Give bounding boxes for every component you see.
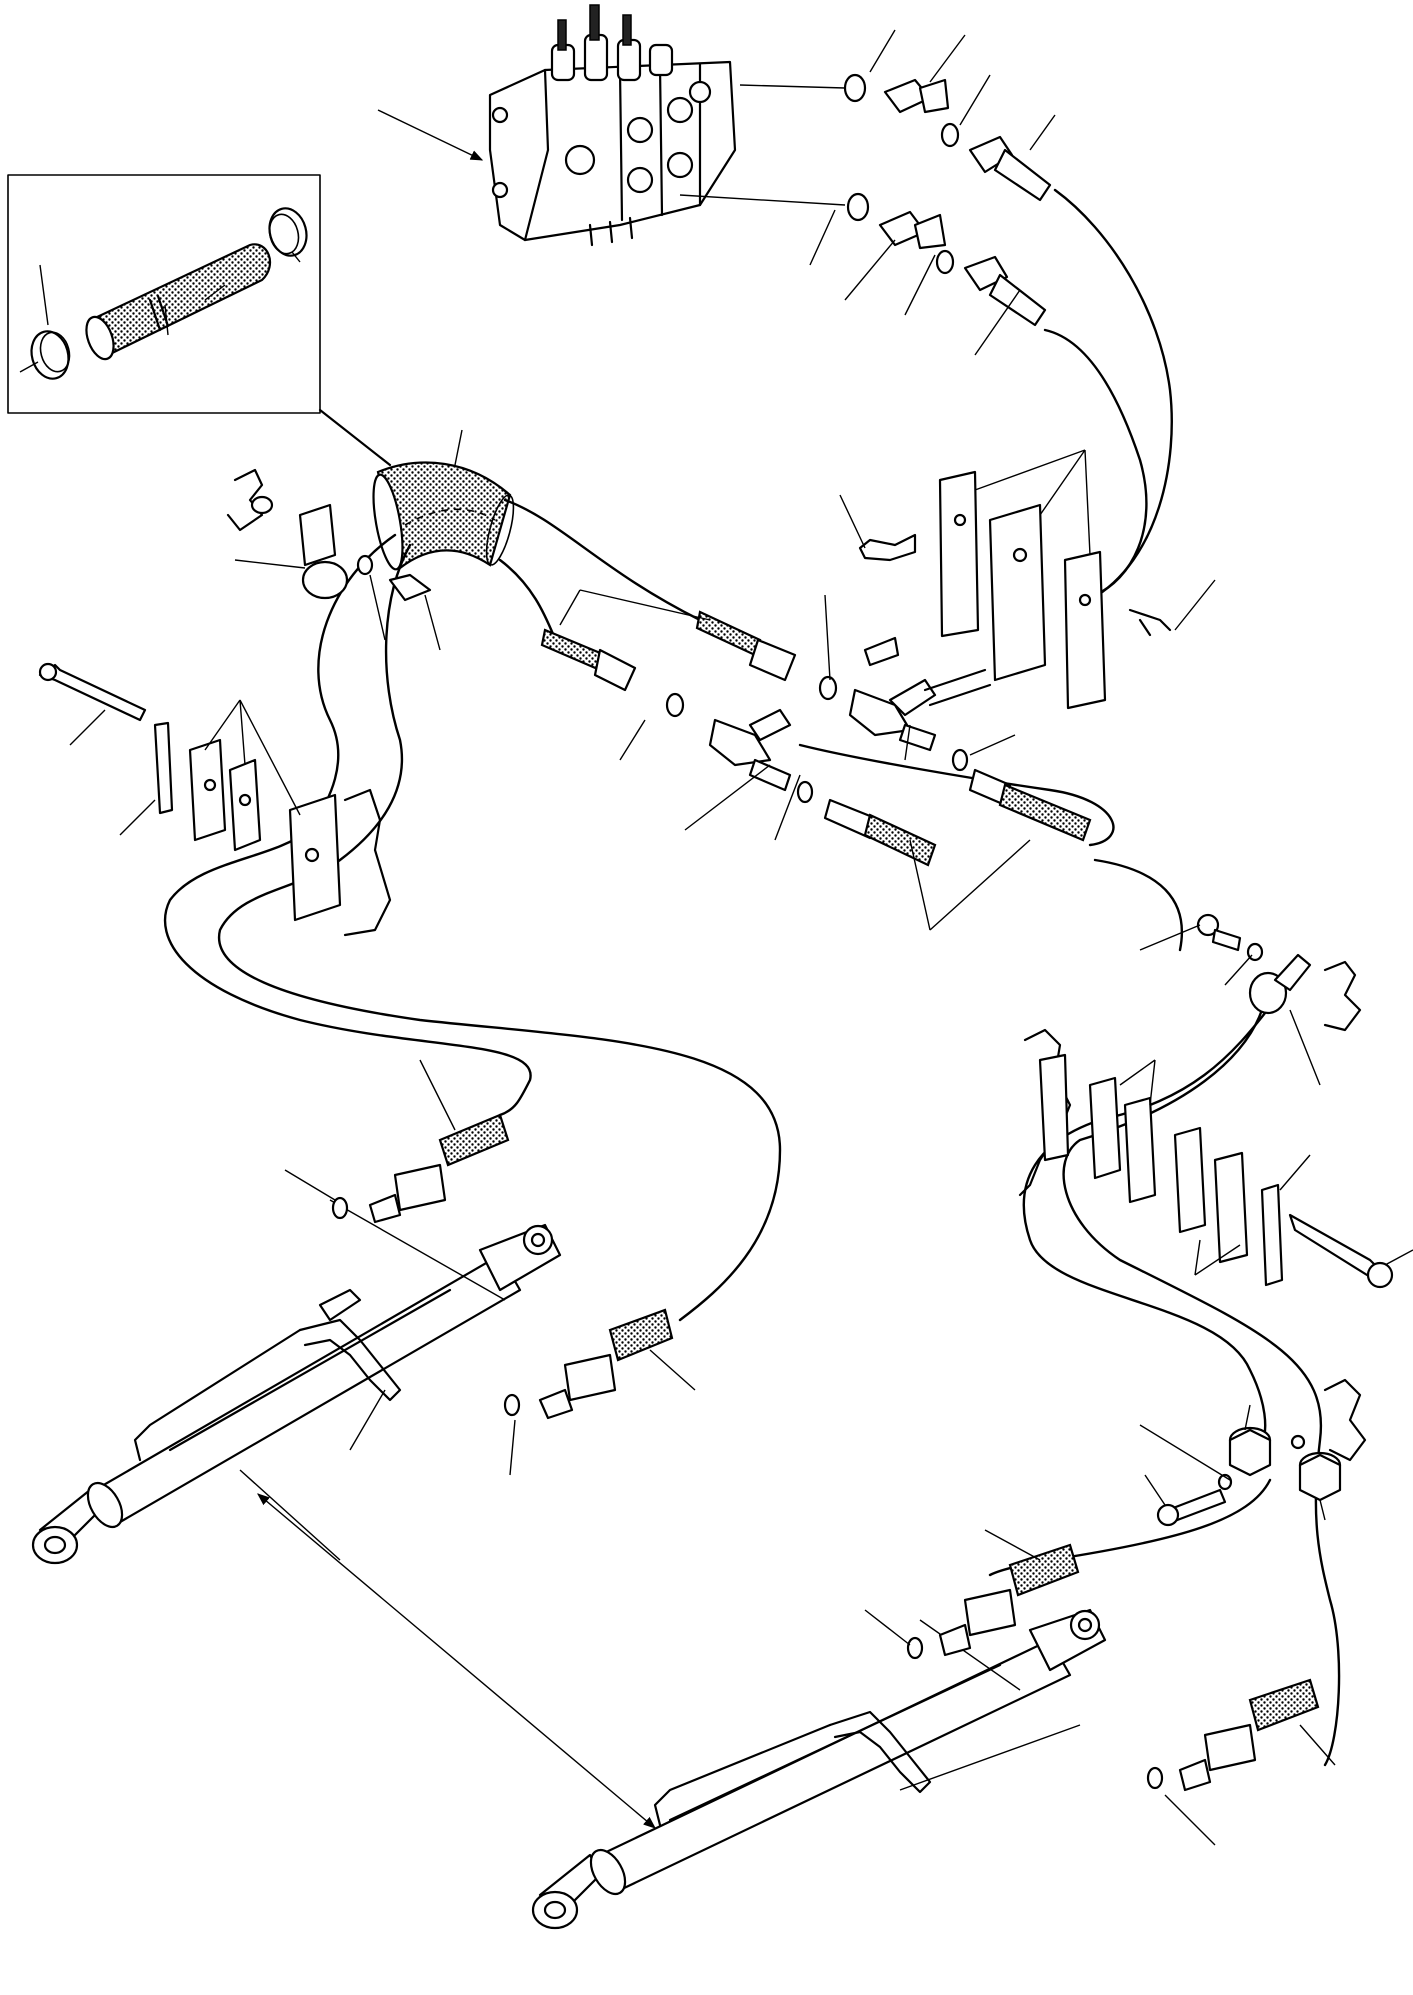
cylinders-double-arrow <box>257 1493 656 1829</box>
inset-pointer-line <box>318 408 392 467</box>
right-bracket-middle <box>1139 913 1362 1086</box>
hydraulic-cylinder-left <box>31 1199 562 1565</box>
lower-fitting-row <box>679 192 1047 356</box>
left-bracket-upper <box>226 468 441 651</box>
inset-detail-box <box>7 174 321 414</box>
upper-fitting-row <box>739 29 1056 202</box>
control-valve-block <box>488 4 737 247</box>
hose-clamp-left <box>30 330 70 380</box>
hydraulic-cylinder-right <box>531 1608 1107 1930</box>
right-bracket-lower <box>1139 1378 1367 1527</box>
hose-lines <box>164 188 1341 1767</box>
sleeve-hose <box>87 243 272 358</box>
left-cylinder-fittings <box>284 1059 696 1476</box>
clamp-block-upper-right <box>839 449 1216 710</box>
center-fitting-assembly <box>540 589 1092 931</box>
valve-pointer-arrow <box>377 109 484 161</box>
right-cylinder-fittings <box>864 1529 1336 1846</box>
hose-clamp-right <box>268 207 308 257</box>
clamp-block-left <box>38 662 392 937</box>
clamp-block-right <box>1018 1028 1413 1289</box>
